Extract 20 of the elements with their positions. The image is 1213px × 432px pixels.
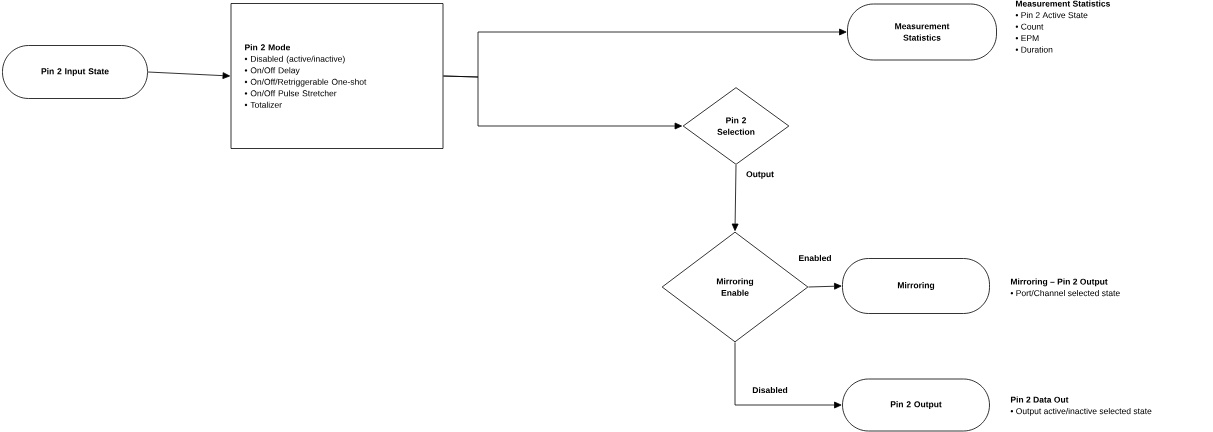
annotation-text: Mirroring – Pin 2 Output • Port/Channel selected state <box>1010 278 1120 297</box>
terminal-box: Measurement Statistics <box>847 3 997 61</box>
node-label: • EPM <box>1015 35 1039 42</box>
process-box: Pin 2 Mode • Disabled (active/inactive) • On/Off Delay • On/Off/Retriggerable One-shot • On/Off Pulse Stretcher • Totalizer <box>230 3 444 149</box>
annotation-text: Measurement Statistics • Pin 2 Active State • Count • EPM • Duration <box>1015 0 1110 53</box>
arrow <box>443 75 682 130</box>
arrow <box>808 282 842 290</box>
terminal-box: Pin 2 Input State <box>2 45 148 99</box>
node-label: • Duration <box>1015 46 1053 53</box>
edge-label: Disabled <box>751 385 789 395</box>
terminal-box: Pin 2 Output <box>842 378 990 432</box>
node-label: • Pin 2 Active State <box>1015 11 1088 19</box>
node-label: • Count <box>1015 23 1044 30</box>
terminal-box: Mirroring <box>842 258 990 314</box>
arrow <box>147 71 230 80</box>
annotation-text: Pin 2 Data Out • Output active/inactive selected state <box>1010 396 1152 416</box>
arrow <box>734 342 842 409</box>
node-label: Measurement Statistics <box>1015 0 1110 7</box>
arrow <box>731 164 739 231</box>
edge-label: Output <box>745 170 775 180</box>
